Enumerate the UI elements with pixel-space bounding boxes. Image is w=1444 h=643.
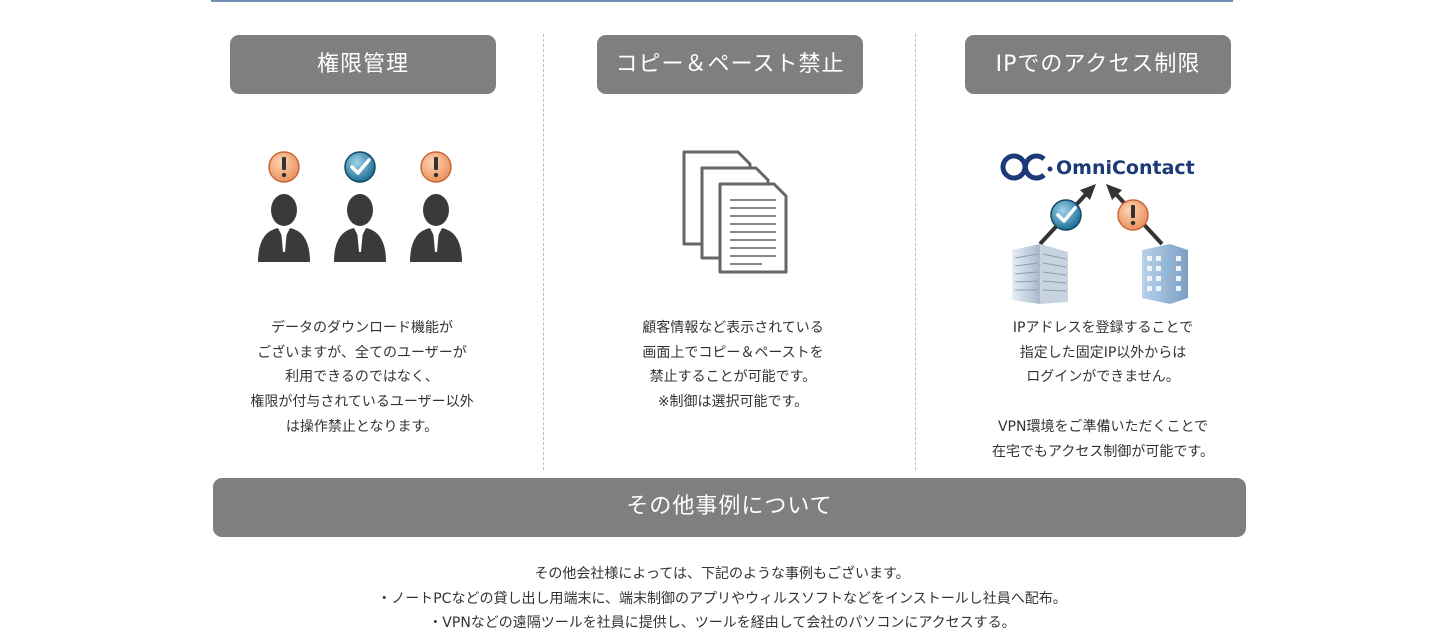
- svg-text:OmniContact: OmniContact: [1056, 157, 1195, 179]
- other-cases-intro: その他会社様によっては、下記のような事例もございます。: [534, 566, 910, 582]
- user-icon: [410, 194, 462, 262]
- column-divider-1: [543, 34, 544, 470]
- users-permission-illustration: [258, 151, 462, 262]
- warning-icon: [420, 151, 452, 183]
- other-cases-item: ・ノートPCなどの貸し出し用端末に、端末制御のアプリやウィルスソフトなどをインス…: [377, 590, 1067, 607]
- check-icon: [1050, 199, 1082, 231]
- ip-restriction-description: IPアドレスを登録することで 指定した固定IP以外からは ログインができません。…: [992, 320, 1214, 460]
- heading-copy-paste-prohibited: コピー＆ペースト禁止: [597, 35, 863, 94]
- heading-ip-access-restriction: IPでのアクセス制限: [965, 35, 1231, 94]
- check-icon: [344, 151, 376, 183]
- other-cases-heading: その他事例について: [213, 478, 1246, 537]
- omnicontact-logo: OmniContact: [1000, 153, 1195, 181]
- heading-permission-management: 権限管理: [230, 35, 496, 94]
- copy-paste-description: 顧客情報など表示されている 画面上でコピー＆ペーストを 禁止することが可能です。…: [642, 320, 824, 411]
- building-icon: [1142, 244, 1188, 304]
- user-icon: [258, 194, 310, 262]
- warning-icon: [268, 151, 300, 183]
- user-icon: [334, 194, 386, 262]
- building-icon: [1012, 244, 1068, 304]
- other-cases-text: その他会社様によっては、下記のような事例もございます。 ・ノートPCなどの貸し出…: [0, 562, 1444, 636]
- other-cases-item: ・VPNなどの遠隔ツールを社員に提供し、ツールを経由して会社のパソコンにアクセス…: [428, 615, 1016, 631]
- ip-restriction-illustration: OmniContact: [1000, 153, 1195, 304]
- warning-icon: [1117, 199, 1149, 231]
- column-divider-2: [915, 34, 916, 470]
- top-rule: [211, 0, 1233, 2]
- document-stack-icon: [682, 150, 788, 274]
- permission-description: データのダウンロード機能が ございますが、全てのユーザーが 利用できるのではなく…: [250, 320, 474, 435]
